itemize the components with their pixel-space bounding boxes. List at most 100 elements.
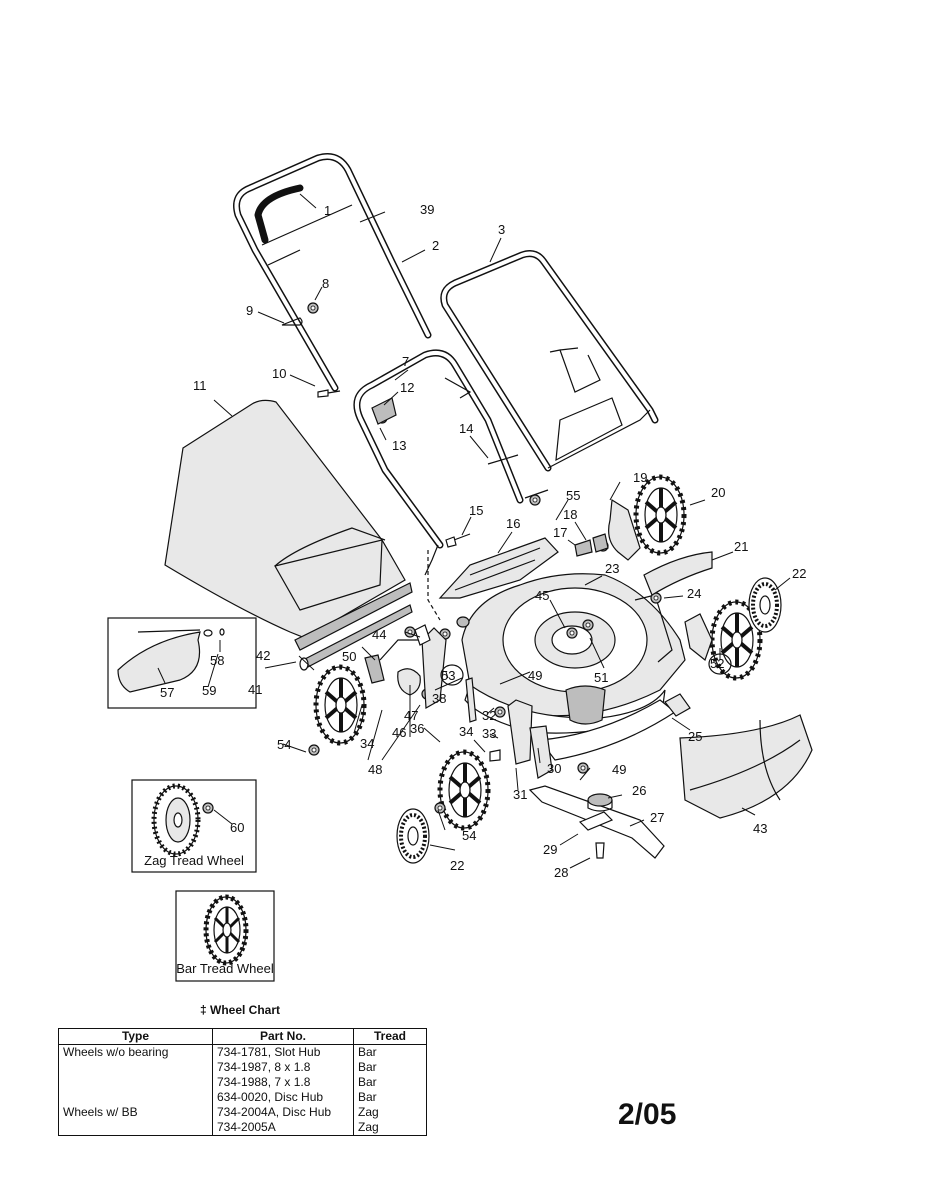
wheel-front-right bbox=[636, 477, 684, 553]
cell-tread: Bar bbox=[353, 1060, 427, 1075]
table-row: 634-0020, Disc Hub Bar bbox=[58, 1090, 427, 1105]
callout-60: 60 bbox=[230, 820, 244, 835]
table-row: 734-1988, 7 x 1.8 Bar bbox=[58, 1075, 427, 1090]
callout-11: 11 bbox=[193, 378, 207, 393]
cell-part-no: 734-1781, Slot Hub bbox=[212, 1044, 354, 1060]
table-row: Wheels w/o bearing 734-1781, Slot Hub Ba… bbox=[58, 1044, 427, 1060]
blade bbox=[528, 785, 665, 859]
callout-50: 50 bbox=[342, 649, 356, 664]
callout-34b: 34 bbox=[360, 736, 374, 751]
callout-16: 16 bbox=[506, 516, 520, 531]
callout-22b: 22 bbox=[450, 858, 464, 873]
cell-type bbox=[58, 1090, 213, 1105]
cell-tread: Bar bbox=[353, 1075, 427, 1090]
callout-19: 19 bbox=[633, 470, 647, 485]
cell-tread: Zag bbox=[353, 1120, 427, 1136]
callout-3: 3 bbox=[498, 222, 505, 237]
callout-51: 51 bbox=[594, 670, 608, 685]
mower-deck bbox=[461, 573, 686, 734]
callout-22a: 22 bbox=[792, 566, 806, 581]
zag-caption: Zag Tread Wheel bbox=[144, 853, 244, 868]
callout-29: 29 bbox=[543, 842, 557, 857]
table-header-row: Type Part No. Tread bbox=[58, 1028, 427, 1045]
callout-34a: 34 bbox=[459, 724, 473, 739]
cell-tread: Bar bbox=[353, 1090, 427, 1105]
callout-57: 57 bbox=[160, 685, 174, 700]
callout-30: 30 bbox=[547, 761, 561, 776]
callout-36: 36 bbox=[410, 721, 424, 736]
callout-27: 27 bbox=[650, 810, 664, 825]
grass-bag bbox=[164, 399, 413, 669]
cell-part-no: 734-1987, 8 x 1.8 bbox=[212, 1060, 354, 1075]
upper-handle bbox=[233, 153, 432, 392]
lower-handle bbox=[353, 349, 524, 576]
callout-48: 48 bbox=[368, 762, 382, 777]
cell-type bbox=[58, 1060, 213, 1075]
callout-58: 58 bbox=[210, 653, 224, 668]
callout-15: 15 bbox=[469, 503, 483, 518]
callout-54b: 54 bbox=[462, 828, 476, 843]
col-header-tread: Tread bbox=[353, 1028, 427, 1045]
table-row: 734-1987, 8 x 1.8 Bar bbox=[58, 1060, 427, 1075]
callout-7: 7 bbox=[402, 354, 409, 369]
callout-1: 1 bbox=[324, 203, 331, 218]
table-row: Wheels w/ BB 734-2004A, Disc Hub Zag bbox=[58, 1105, 427, 1120]
cell-type: Wheels w/o bearing bbox=[58, 1044, 213, 1060]
wheel-chart-table: Type Part No. Tread Wheels w/o bearing 7… bbox=[58, 1028, 427, 1136]
callout-24: 24 bbox=[687, 586, 701, 601]
callout-25: 25 bbox=[688, 729, 702, 744]
callout-23: 23 bbox=[605, 561, 619, 576]
revision-date: 2/05 bbox=[618, 1098, 677, 1131]
callout-55: 55 bbox=[566, 488, 580, 503]
callout-46: 46 bbox=[392, 725, 406, 740]
callout-49a: 49 bbox=[528, 668, 542, 683]
bar-caption: Bar Tread Wheel bbox=[176, 961, 274, 976]
callout-42: 42 bbox=[256, 648, 270, 663]
callout-47: 47 bbox=[404, 708, 418, 723]
wheel-chart-title: ‡ Wheel Chart bbox=[200, 1003, 281, 1017]
callout-18: 18 bbox=[563, 507, 577, 522]
callout-43: 43 bbox=[753, 821, 767, 836]
callout-52: 52 bbox=[710, 656, 724, 671]
callout-38: 38 bbox=[432, 691, 446, 706]
hubcap-front bbox=[747, 576, 783, 634]
callout-44: 44 bbox=[372, 627, 386, 642]
grass-bag-frame bbox=[440, 250, 659, 472]
callout-2: 2 bbox=[432, 238, 439, 253]
callout-41: 41 bbox=[248, 682, 262, 697]
cell-part-no: 734-2004A, Disc Hub bbox=[212, 1105, 354, 1120]
zag-tread-wheel-inset: Zag Tread Wheel bbox=[131, 779, 257, 873]
callout-12: 12 bbox=[400, 380, 414, 395]
callout-45: 45 bbox=[535, 588, 549, 603]
callout-17: 17 bbox=[553, 525, 567, 540]
mulch-plug-inset bbox=[107, 617, 257, 709]
callout-8: 8 bbox=[322, 276, 329, 291]
callout-39: 39 bbox=[420, 202, 434, 217]
col-header-part-no: Part No. bbox=[212, 1028, 354, 1045]
cell-tread: Zag bbox=[353, 1105, 427, 1120]
callout-21: 21 bbox=[734, 539, 748, 554]
callout-32: 32 bbox=[482, 708, 496, 723]
cell-tread: Bar bbox=[353, 1044, 427, 1060]
callout-20: 20 bbox=[711, 485, 725, 500]
callout-13: 13 bbox=[392, 438, 406, 453]
cell-part-no: 634-0020, Disc Hub bbox=[212, 1090, 354, 1105]
col-header-type: Type bbox=[58, 1028, 213, 1045]
cell-type bbox=[58, 1075, 213, 1090]
callout-53: 53 bbox=[441, 668, 455, 683]
table-row: 734-2005A Zag bbox=[58, 1120, 427, 1136]
wheel-rear-left-lower bbox=[440, 752, 488, 828]
callout-14: 14 bbox=[459, 421, 473, 436]
cell-part-no: 734-1988, 7 x 1.8 bbox=[212, 1075, 354, 1090]
callout-59: 59 bbox=[202, 683, 216, 698]
callout-28: 28 bbox=[554, 865, 568, 880]
callout-26: 26 bbox=[632, 783, 646, 798]
cell-type bbox=[58, 1120, 213, 1136]
bar-tread-wheel-inset: Bar Tread Wheel bbox=[175, 890, 275, 982]
callout-9: 9 bbox=[246, 303, 253, 318]
callout-33: 33 bbox=[482, 726, 496, 741]
callout-49b: 49 bbox=[612, 762, 626, 777]
hubcap-rear bbox=[395, 807, 431, 865]
wheel-rear-left bbox=[316, 667, 364, 743]
